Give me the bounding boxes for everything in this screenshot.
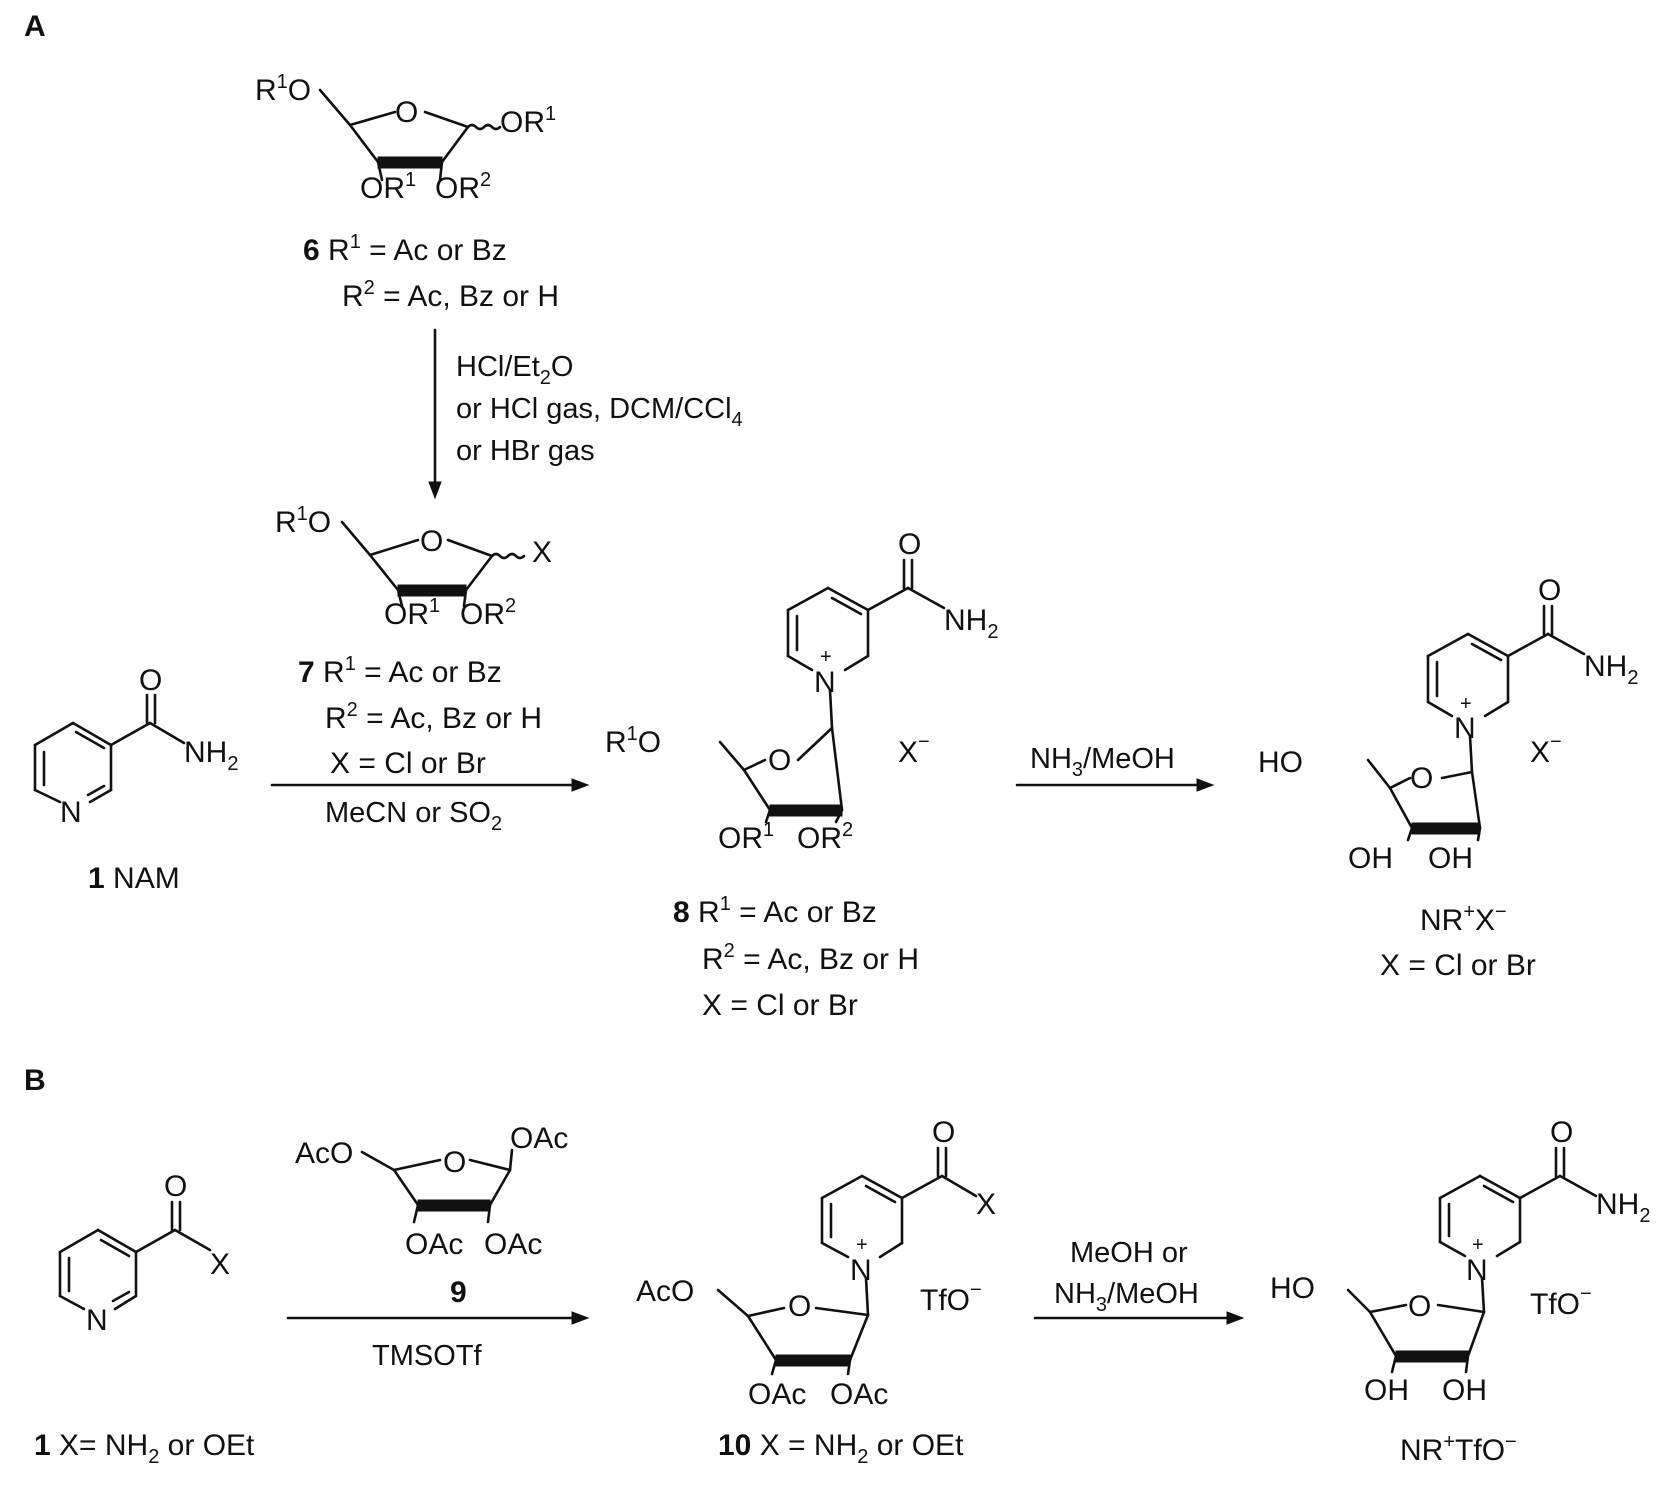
oh-c2-label: OH bbox=[1428, 842, 1473, 875]
ring-oxygen: O bbox=[420, 525, 443, 558]
nr-tfo-product-structure: O NH2 N + TfO− O HO OH OH bbox=[1270, 1116, 1650, 1407]
counterion-x: X− bbox=[1530, 731, 1562, 769]
counterion-tfo: TfO− bbox=[1530, 1283, 1592, 1321]
pyridinium-nitrogen: N bbox=[850, 1254, 872, 1287]
amide-nh2-label: NH2 bbox=[944, 604, 998, 643]
or2-c2-label: OR2 bbox=[460, 595, 516, 631]
oac-c3-label: OAc bbox=[405, 1228, 463, 1261]
pyridine-nitrogen: N bbox=[60, 796, 82, 829]
oh-c3-label: OH bbox=[1364, 1374, 1409, 1407]
or1-anomeric-label: OR1 bbox=[500, 103, 556, 139]
oh-c2-label: OH bbox=[1442, 1374, 1487, 1407]
hydroxymethyl-ho-label: HO bbox=[1270, 1272, 1315, 1305]
amide-nh2-label: NH2 bbox=[1596, 1188, 1650, 1227]
compound-8-caption-line2: R2 = Ac, Bz or H bbox=[702, 940, 919, 976]
substituent-x-label: X bbox=[210, 1248, 230, 1281]
positive-charge: + bbox=[1472, 1234, 1484, 1256]
pyridinium-nitrogen: N bbox=[1454, 712, 1476, 745]
pyridinium-nitrogen: N bbox=[1466, 1254, 1488, 1287]
oac-anomeric-label: OAc bbox=[510, 1122, 568, 1155]
positive-charge: + bbox=[856, 1234, 868, 1256]
aco-group-label: AcO bbox=[295, 1137, 353, 1170]
compound-7-structure: O R1O X OR1 OR2 bbox=[275, 503, 552, 631]
ring-oxygen: O bbox=[768, 744, 791, 777]
pyridine-nitrogen: N bbox=[86, 1304, 108, 1337]
or2-c2-label: OR2 bbox=[797, 819, 853, 855]
compound-7-caption-line2: R2 = Ac, Bz or H bbox=[325, 699, 542, 735]
r1o-group-label: R1O bbox=[255, 71, 311, 107]
counterion-tfo: TfO− bbox=[920, 1279, 982, 1317]
or1-c3-label: OR1 bbox=[718, 819, 774, 855]
compound-6-caption-line1: 6 R1 = Ac or Bz bbox=[303, 231, 507, 267]
oac-c3-label: OAc bbox=[748, 1378, 806, 1411]
compound-1-nam-structure: O NH2 N bbox=[33, 664, 238, 829]
carbonyl-oxygen: O bbox=[1550, 1116, 1573, 1149]
ring-oxygen: O bbox=[1408, 1290, 1431, 1323]
compound-6-caption-line2: R2 = Ac, Bz or H bbox=[342, 277, 559, 313]
condition-nh3-meoh-b: NH3/MeOH bbox=[1054, 1278, 1199, 1316]
pyridinium-nitrogen: N bbox=[814, 666, 836, 699]
condition-hcl-gas: or HCl gas, DCM/CCl4 bbox=[456, 393, 743, 431]
condition-hbr-gas: or HBr gas bbox=[456, 435, 595, 467]
compound-9-structure: O AcO OAc OAc OAc bbox=[295, 1122, 568, 1261]
nr-tfo-caption: NR+TfO− bbox=[1400, 1431, 1517, 1467]
compound-6-structure: O R1O OR1 OR1 OR2 bbox=[255, 71, 556, 205]
compound-10-structure: O X N + TfO− O AcO OAc OAc bbox=[636, 1116, 996, 1411]
compound-1-caption: 1 NAM bbox=[88, 862, 180, 895]
compound-7-caption-line1: 7 R1 = Ac or Bz bbox=[298, 653, 502, 689]
condition-meoh-or: MeOH or bbox=[1070, 1237, 1188, 1269]
positive-charge: + bbox=[1460, 693, 1472, 715]
condition-tmsotf: TMSOTf bbox=[372, 1340, 482, 1372]
counterion-x: X− bbox=[898, 731, 930, 769]
arrow-8-to-nr bbox=[1015, 778, 1215, 792]
compound-8-caption-line1: 8 R1 = Ac or Bz bbox=[673, 893, 877, 929]
compound-1-x-structure: O X N bbox=[58, 1170, 230, 1337]
panel-label-b: B bbox=[24, 1064, 46, 1097]
condition-nh3-meoh: NH3/MeOH bbox=[1030, 743, 1175, 781]
arrow-10-to-nr bbox=[1033, 1311, 1245, 1325]
or2-c2-label: OR2 bbox=[435, 169, 491, 205]
compound-8-structure: O NH2 N + X− O R1O OR1 OR2 bbox=[605, 528, 998, 855]
carbonyl-oxygen: O bbox=[898, 528, 921, 561]
compound-8-caption-line3: X = Cl or Br bbox=[702, 989, 858, 1022]
carbonyl-oxygen: O bbox=[1538, 574, 1561, 607]
carbonyl-oxygen: O bbox=[139, 664, 162, 697]
nr-x-product-structure: O NH2 N + X− O HO OH OH bbox=[1258, 574, 1638, 875]
ring-oxygen: O bbox=[395, 96, 418, 129]
ring-oxygen: O bbox=[1410, 762, 1433, 795]
positive-charge: + bbox=[820, 646, 832, 668]
hydroxymethyl-ho-label: HO bbox=[1258, 746, 1303, 779]
oac-c2-label: OAc bbox=[484, 1228, 542, 1261]
carbonyl-oxygen: O bbox=[932, 1116, 955, 1149]
amide-nh2-label: NH2 bbox=[1584, 650, 1638, 689]
arrow-6-to-7 bbox=[428, 328, 442, 500]
nr-x-caption-line2: X = Cl or Br bbox=[1380, 949, 1536, 982]
panel-label-a: A bbox=[24, 10, 46, 43]
oh-c3-label: OH bbox=[1348, 842, 1393, 875]
r1o-group-label: R1O bbox=[605, 723, 661, 759]
ring-oxygen: O bbox=[443, 1146, 466, 1179]
arrow-1-to-10 bbox=[286, 1311, 590, 1325]
compound-7-caption-line3: X = Cl or Br bbox=[330, 747, 486, 780]
compound-9-number: 9 bbox=[450, 1276, 467, 1309]
amide-nh2-label: NH2 bbox=[184, 736, 238, 775]
r1o-group-label: R1O bbox=[275, 503, 331, 539]
condition-hcl-et2o: HCl/Et2O bbox=[456, 351, 573, 389]
compound-10-caption: 10 X = NH2 or OEt bbox=[718, 1429, 964, 1468]
compound-1-b-caption: 1 X= NH2 or OEt bbox=[34, 1429, 255, 1468]
or1-c3-label: OR1 bbox=[360, 169, 416, 205]
arrow-1-to-8 bbox=[270, 778, 590, 792]
carbonyl-oxygen: O bbox=[164, 1170, 187, 1203]
or1-c3-label: OR1 bbox=[384, 595, 440, 631]
oac-c2-label: OAc bbox=[830, 1378, 888, 1411]
condition-mecn-so2: MeCN or SO2 bbox=[325, 797, 502, 835]
ring-oxygen: O bbox=[788, 1290, 811, 1323]
aco-group-label: AcO bbox=[636, 1275, 694, 1308]
nr-x-caption: NR+X− bbox=[1420, 901, 1507, 937]
x-anomeric-label: X bbox=[532, 536, 552, 569]
substituent-x-label: X bbox=[976, 1188, 996, 1221]
